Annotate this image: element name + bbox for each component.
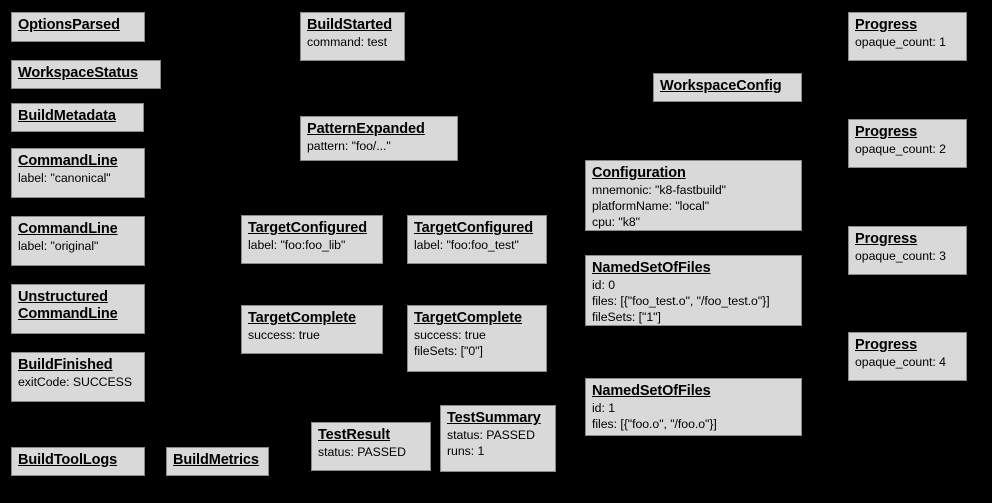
node-target-complete-test[interactable]: TargetComplete success: true fileSets: ["…: [407, 305, 547, 372]
node-fields: status: PASSED: [318, 445, 406, 460]
node-title: WorkspaceConfig: [660, 78, 782, 94]
node-fields: label: "foo:foo_lib": [248, 238, 346, 253]
node-title: PatternExpanded: [307, 121, 425, 137]
node-test-summary[interactable]: TestSummary status: PASSED runs: 1: [440, 405, 556, 472]
node-title: Progress: [855, 337, 918, 353]
node-title: Progress: [855, 231, 918, 247]
node-unstructured-cmdline[interactable]: Unstructured CommandLine: [11, 284, 145, 334]
node-build-metrics[interactable]: BuildMetrics: [166, 447, 269, 476]
node-title: TargetComplete: [248, 310, 356, 326]
node-fields: exitCode: SUCCESS: [18, 375, 132, 390]
node-fields: label: "canonical": [18, 171, 111, 186]
node-fields: id: 1 files: [{"foo.o", "/foo.o"}]: [592, 401, 717, 432]
node-progress-4[interactable]: Progress opaque_count: 4: [848, 332, 967, 381]
node-test-result[interactable]: TestResult status: PASSED: [311, 422, 431, 471]
node-fields: success: true: [248, 328, 320, 343]
node-target-complete-lib[interactable]: TargetComplete success: true: [241, 305, 383, 354]
node-fields: label: "foo:foo_test": [414, 238, 519, 253]
node-title: TargetComplete: [414, 310, 522, 326]
node-command-line-original[interactable]: CommandLine label: "original": [11, 216, 145, 266]
node-title: OptionsParsed: [18, 17, 120, 33]
node-options-parsed[interactable]: OptionsParsed: [11, 12, 145, 42]
node-fields: mnemonic: "k8-fastbuild" platformName: "…: [592, 183, 726, 230]
node-target-configured-lib[interactable]: TargetConfigured label: "foo:foo_lib": [241, 215, 383, 264]
node-command-line-canonical[interactable]: CommandLine label: "canonical": [11, 148, 145, 198]
node-fields: status: PASSED runs: 1: [447, 428, 535, 459]
node-build-finished[interactable]: BuildFinished exitCode: SUCCESS: [11, 352, 145, 402]
node-fields: opaque_count: 1: [855, 35, 946, 50]
node-title: BuildStarted: [307, 17, 393, 33]
node-fields: pattern: "foo/...": [307, 139, 391, 154]
node-title: Progress: [855, 17, 918, 33]
node-title: CommandLine: [18, 221, 118, 237]
node-build-tool-logs[interactable]: BuildToolLogs: [11, 447, 145, 476]
node-title: BuildMetadata: [18, 108, 116, 124]
node-workspace-status[interactable]: WorkspaceStatus: [11, 60, 161, 89]
node-fields: label: "original": [18, 239, 99, 254]
node-build-metadata[interactable]: BuildMetadata: [11, 103, 144, 132]
node-fields: id: 0 files: [{"foo_test.o", "/foo_test.…: [592, 278, 770, 325]
node-title: NamedSetOfFiles: [592, 260, 711, 276]
node-title: BuildToolLogs: [18, 452, 118, 468]
node-progress-1[interactable]: Progress opaque_count: 1: [848, 12, 967, 61]
node-workspace-config[interactable]: WorkspaceConfig: [653, 73, 802, 102]
node-title: TargetConfigured: [414, 220, 533, 236]
node-fields: opaque_count: 3: [855, 249, 946, 264]
node-title: TargetConfigured: [248, 220, 367, 236]
node-title: Progress: [855, 124, 918, 140]
node-configuration[interactable]: Configuration mnemonic: "k8-fastbuild" pl…: [585, 160, 802, 231]
node-progress-3[interactable]: Progress opaque_count: 3: [848, 226, 967, 275]
node-fields: opaque_count: 4: [855, 355, 946, 370]
node-title: TestSummary: [447, 410, 541, 426]
node-fields: command: test: [307, 35, 387, 50]
node-title: NamedSetOfFiles: [592, 383, 711, 399]
node-title: Unstructured CommandLine: [18, 289, 118, 323]
node-title: CommandLine: [18, 153, 118, 169]
node-named-set-of-files-1[interactable]: NamedSetOfFiles id: 1 files: [{"foo.o", "…: [585, 378, 802, 436]
node-title: BuildMetrics: [173, 452, 259, 468]
node-fields: opaque_count: 2: [855, 142, 946, 157]
node-progress-2[interactable]: Progress opaque_count: 2: [848, 119, 967, 168]
node-named-set-of-files-0[interactable]: NamedSetOfFiles id: 0 files: [{"foo_test.…: [585, 255, 802, 326]
node-title: WorkspaceStatus: [18, 65, 138, 81]
node-target-configured-test[interactable]: TargetConfigured label: "foo:foo_test": [407, 215, 547, 264]
node-build-started[interactable]: BuildStarted command: test: [300, 12, 405, 61]
node-title: TestResult: [318, 427, 391, 443]
node-fields: success: true fileSets: ["0"]: [414, 328, 486, 359]
node-title: BuildFinished: [18, 357, 113, 373]
node-pattern-expanded[interactable]: PatternExpanded pattern: "foo/...": [300, 116, 458, 161]
node-title: Configuration: [592, 165, 686, 181]
